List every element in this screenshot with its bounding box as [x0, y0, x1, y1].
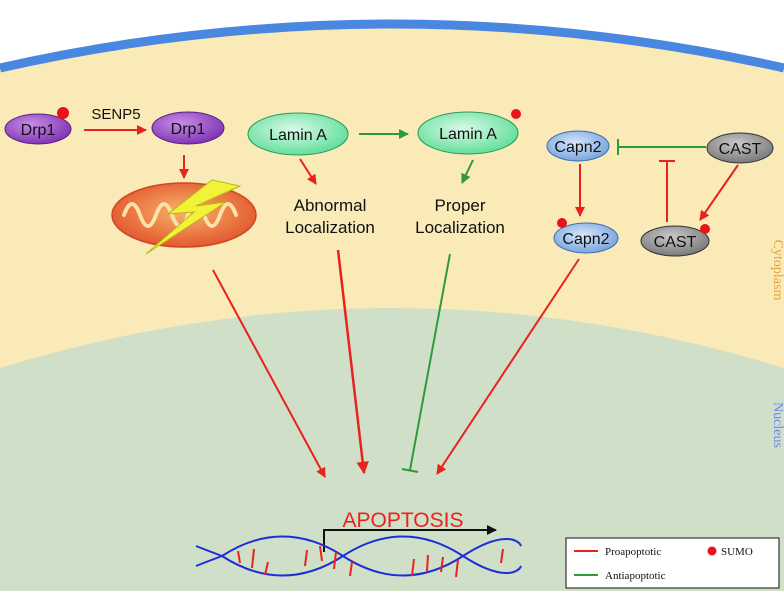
cast-sumo-label: CAST [654, 234, 697, 251]
cast-sumo-node [640, 225, 710, 257]
legend-sumo-swatch [707, 546, 717, 556]
drp1-sumo-node [4, 113, 72, 145]
cell-membrane [0, 19, 784, 73]
proper-inhibits-apoptosis-line [409, 253, 451, 471]
dna-helix-icon [195, 535, 522, 578]
capn2-node [546, 130, 610, 162]
lamin-a-sumo-to-proper-arrow [461, 159, 474, 184]
drp1-label: Drp1 [171, 121, 206, 138]
lamin-a-label: Lamin A [269, 127, 327, 144]
mito-to-apoptosis-arrow [212, 269, 326, 478]
lamin-a-sumo-node [417, 111, 519, 155]
sumo-dot-capn2 [557, 218, 567, 228]
capn2-sumo-node [553, 222, 619, 254]
capn2-to-apoptosis-arrow [436, 258, 580, 475]
abnormal-localization-line2: Localization [285, 218, 375, 237]
legend-sumo-label: SUMO [721, 546, 753, 558]
abnormal-to-apoptosis-arrow [336, 249, 369, 475]
drp1-sumo-label: Drp1 [21, 122, 56, 139]
apoptosis-label: APOPTOSIS [343, 509, 464, 532]
mitochondrion-icon [111, 182, 257, 248]
sumo-dot-lamin-a [511, 109, 521, 119]
proper-localization-line1: Proper [434, 196, 485, 215]
capn2-label: Capn2 [554, 139, 601, 156]
proper-localization-line2: Localization [415, 218, 505, 237]
lightning-bolt-icon [145, 179, 242, 255]
cast-node [706, 132, 774, 164]
lamin-a-to-abnormal-arrow [299, 158, 317, 185]
senp5-label: SENP5 [91, 106, 140, 123]
nucleus-label: Nucleus [770, 402, 784, 448]
drp1-node [151, 111, 225, 145]
cytoplasm-label: Cytoplasm [770, 240, 784, 301]
legend: Proapoptotic SUMO Antiapoptotic [565, 537, 780, 589]
nucleus-region [0, 308, 784, 591]
cast-sumoylation-arrow [699, 164, 739, 221]
lamin-a-node [247, 112, 349, 156]
cast-label: CAST [719, 141, 762, 158]
lamin-a-sumo-label: Lamin A [439, 126, 497, 143]
sumo-dot-cast [700, 224, 710, 234]
capn2-sumo-label: Capn2 [562, 231, 609, 248]
abnormal-localization-line1: Abnormal [294, 196, 367, 215]
proper-inhibits-apoptosis-bar [401, 468, 419, 473]
sumo-dot-drp1 [57, 107, 69, 119]
legend-proapoptotic-label: Proapoptotic [605, 546, 661, 558]
legend-box [565, 537, 780, 589]
legend-antiapoptotic-label: Antiapoptotic [605, 570, 666, 582]
